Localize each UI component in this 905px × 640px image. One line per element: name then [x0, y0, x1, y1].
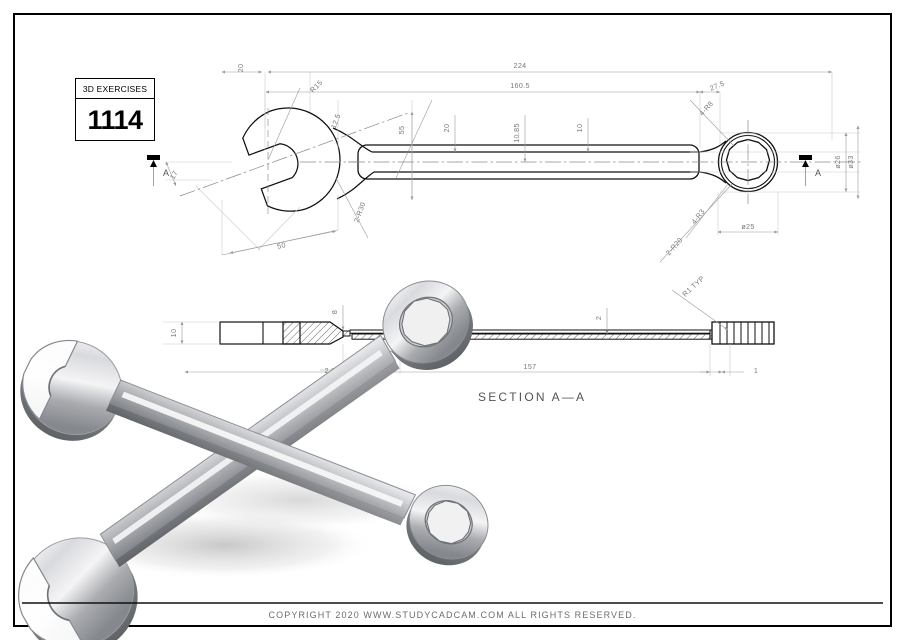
section-view-geometry [219, 321, 775, 345]
extension-lines-top [166, 72, 860, 255]
dim-160-5: 160.5 [510, 81, 530, 90]
dim-17: 17 [168, 169, 180, 181]
dim-sec-2-6: 2.6 [325, 366, 336, 375]
title-block-header: 3D EXERCISES [76, 79, 154, 99]
wrench-b [18, 280, 473, 640]
dim-55: 55 [397, 126, 406, 135]
dim-20b: 20 [442, 124, 451, 133]
title-block-header-text: 3D EXERCISES [82, 83, 148, 94]
dim-sec-2a: 2 [387, 350, 396, 354]
dim-dia33: ø33 [846, 155, 855, 168]
section-marker-right: A [799, 155, 821, 186]
dimension-text-top: 20 224 160.5 R15 12.5 55 20 10.85 10 27.… [168, 61, 855, 257]
dimension-lines-top [165, 70, 860, 263]
section-letter-right: A [815, 168, 821, 178]
title-block: 3D EXERCISES 1114 [75, 78, 155, 141]
dim-dia26: ø26 [833, 155, 842, 168]
sheet-border [13, 13, 892, 627]
dim-10-85: 10.85 [512, 123, 521, 143]
wrench-a [20, 339, 489, 566]
title-block-number: 1114 [76, 99, 154, 142]
dim-sec-10: 10 [169, 329, 178, 338]
dim-2r30: 2-R30 [352, 201, 368, 224]
dim-27-5: 27.5 [708, 79, 725, 93]
dim-sec-1: 1 [754, 366, 758, 375]
section-marker-left: A [147, 155, 169, 186]
dim-sec-2b: 2 [594, 316, 603, 320]
dim-sec-8: 8 [330, 310, 339, 314]
dim-50: 50 [276, 240, 286, 251]
dim-10: 10 [575, 124, 584, 133]
copyright-notice: COPYRIGHT 2020 WWW.STUDYCADCAM.COM ALL R… [268, 610, 637, 620]
dim-sec-r1: R1 TYP [680, 274, 706, 299]
dim-dia25: ø25 [741, 222, 754, 231]
wrench-3d-render [18, 280, 883, 640]
exercise-number-text: 1114 [87, 105, 143, 135]
dim-20: 20 [236, 64, 245, 73]
dim-sec-157: 157 [524, 362, 537, 371]
center-lines [179, 112, 862, 204]
dim-2r20: 2-R20 [664, 235, 685, 257]
section-view-label: SECTION A—A [478, 390, 587, 404]
dim-12-5: 12.5 [329, 112, 343, 129]
dim-224: 224 [514, 61, 527, 70]
section-letter-left: A [163, 168, 169, 178]
top-view-geometry [242, 107, 779, 212]
dim-4r3: 4-R3 [689, 207, 706, 226]
